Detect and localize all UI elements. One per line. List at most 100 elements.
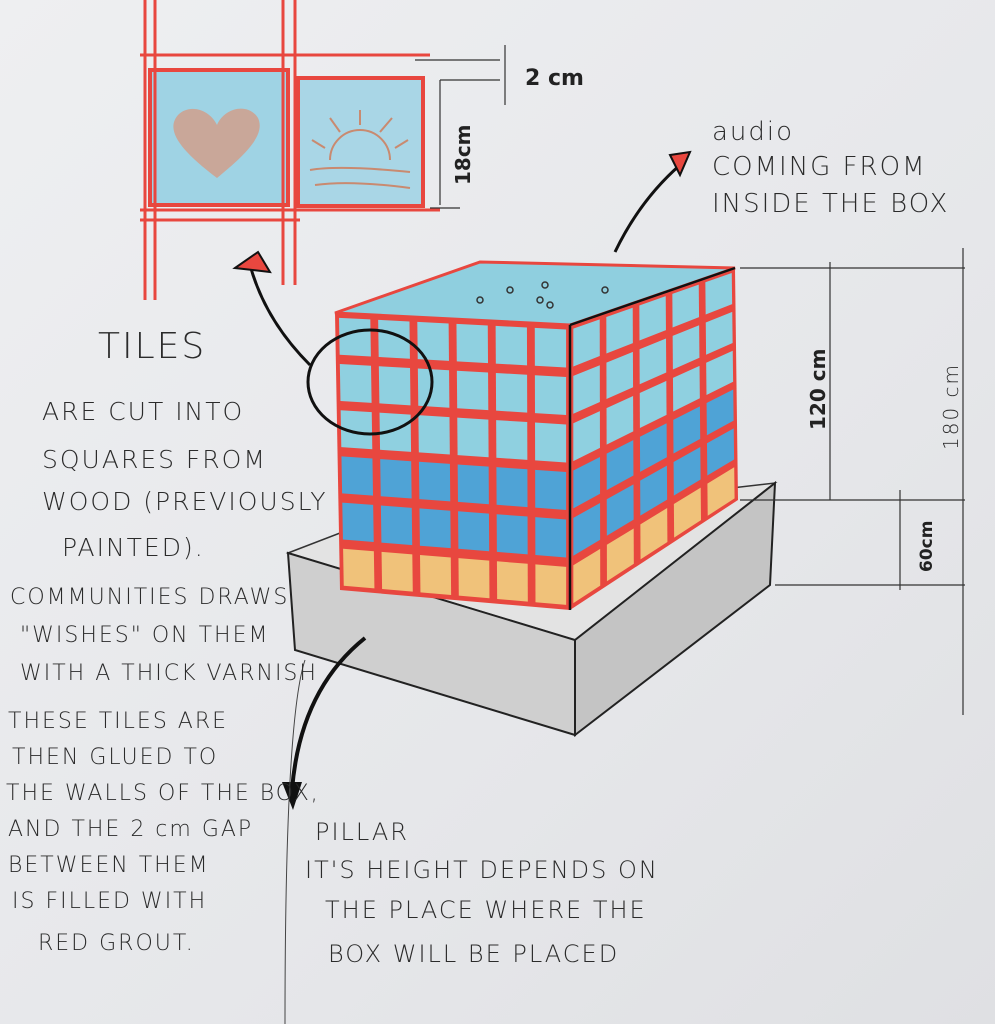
tile <box>639 338 667 385</box>
svg-text:BETWEEN THEM: BETWEEN THEM <box>8 853 210 878</box>
tile <box>673 406 701 454</box>
tile <box>535 564 567 605</box>
tile <box>420 555 452 595</box>
tile <box>458 511 490 552</box>
tile <box>640 508 668 560</box>
box-front-face <box>335 313 570 610</box>
tile <box>340 410 373 450</box>
svg-text:THEN GLUED TO: THEN GLUED TO <box>12 745 218 770</box>
svg-text:THE WALLS OF THE BOX,: THE WALLS OF THE BOX, <box>6 781 320 806</box>
tile <box>381 551 413 592</box>
tile <box>378 366 411 406</box>
tile <box>418 415 450 455</box>
svg-text:THE PLACE WHERE THE: THE PLACE WHERE THE <box>325 896 647 924</box>
pillar-title: PILLAR <box>315 818 409 846</box>
sun-drawing <box>309 110 411 189</box>
pillar-height-dimension: 60cm <box>917 521 937 572</box>
tile <box>706 350 734 396</box>
dimension-lines <box>740 248 965 715</box>
tile <box>573 365 600 414</box>
tile <box>535 422 567 463</box>
gap-dimension: 2 cm <box>525 66 584 91</box>
svg-text:RED GROUT.: RED GROUT. <box>38 931 195 956</box>
arrow-to-pillar <box>282 782 302 810</box>
tile <box>496 467 528 508</box>
heart-drawing <box>173 108 260 178</box>
tile <box>606 528 634 582</box>
tile <box>495 372 528 413</box>
arrow-to-audio <box>668 150 692 178</box>
svg-text:IS FILLED WITH: IS FILLED WITH <box>12 889 207 914</box>
tile <box>706 389 734 436</box>
tile <box>672 325 700 370</box>
svg-text:INSIDE THE BOX: INSIDE THE BOX <box>712 189 949 219</box>
tile <box>417 368 450 408</box>
tile <box>606 307 633 354</box>
tile <box>707 467 735 516</box>
wishes-note: COMMUNITIES DRAWS "WISHES" ON THEM WITH … <box>10 585 318 686</box>
pillar-note: IT'S HEIGHT DEPENDS ON THE PLACE WHERE T… <box>305 856 659 968</box>
tile <box>705 273 733 315</box>
tile <box>496 514 528 555</box>
tile <box>342 502 374 542</box>
tile <box>379 412 412 452</box>
tile-size-dimension: 18cm <box>451 124 475 185</box>
svg-text:PAINTED).: PAINTED). <box>62 533 205 562</box>
tile <box>535 517 567 558</box>
tile <box>606 351 634 400</box>
tile <box>639 380 667 429</box>
tile <box>457 464 489 505</box>
tile <box>458 558 490 599</box>
tile <box>380 505 413 546</box>
tile <box>496 561 528 602</box>
tile <box>606 484 634 536</box>
tile <box>673 447 701 496</box>
tile <box>343 548 375 589</box>
svg-text:COMMUNITIES DRAWS: COMMUNITIES DRAWS <box>10 585 289 610</box>
svg-text:AND THE 2 cm GAP: AND THE 2 cm GAP <box>8 817 253 842</box>
tile <box>495 325 528 366</box>
tile <box>706 428 735 476</box>
audio-note: audio COMING FROM INSIDE THE BOX <box>712 117 949 219</box>
tile <box>380 459 412 499</box>
svg-text:audio: audio <box>712 117 794 147</box>
tile <box>418 461 451 502</box>
svg-text:"WISHES" ON THEM: "WISHES" ON THEM <box>20 623 269 648</box>
tile <box>419 508 451 549</box>
tile <box>534 375 567 416</box>
glue-note: THESE TILES ARE THEN GLUED TO THE WALLS … <box>6 709 320 956</box>
tile <box>341 456 374 496</box>
svg-text:WITH A THICK VARNISH: WITH A THICK VARNISH <box>20 661 318 686</box>
tile-detail: 2 cm 18cm <box>140 0 584 300</box>
tile <box>573 411 600 462</box>
box-side-face <box>570 268 738 610</box>
svg-text:COMING FROM: COMING FROM <box>712 152 927 182</box>
tile <box>639 296 666 341</box>
arrow-to-tile-detail <box>232 250 272 274</box>
tile <box>417 321 449 361</box>
tile <box>378 319 410 359</box>
svg-text:IT'S HEIGHT DEPENDS ON: IT'S HEIGHT DEPENDS ON <box>305 856 659 884</box>
total-height-dimension: 180 cm <box>939 363 963 450</box>
tile <box>456 323 489 364</box>
tile <box>639 423 667 472</box>
tile <box>456 370 489 411</box>
tile <box>672 365 700 412</box>
tile <box>338 317 371 357</box>
svg-text:SQUARES FROM: SQUARES FROM <box>42 445 267 474</box>
svg-text:ARE CUT INTO: ARE CUT INTO <box>42 397 244 426</box>
tile <box>573 319 600 367</box>
tile <box>534 327 567 368</box>
tile-box <box>334 260 738 610</box>
tile <box>640 465 668 516</box>
box-height-dimension: 120 cm <box>806 349 830 430</box>
tile-highlight-circle <box>306 328 434 436</box>
svg-text:WOOD (PREVIOUSLY: WOOD (PREVIOUSLY <box>42 487 327 516</box>
svg-text:THESE TILES ARE: THESE TILES ARE <box>8 709 228 734</box>
tile <box>573 502 601 556</box>
tile <box>573 548 601 604</box>
tile <box>457 417 489 458</box>
speaker-holes <box>476 281 609 309</box>
